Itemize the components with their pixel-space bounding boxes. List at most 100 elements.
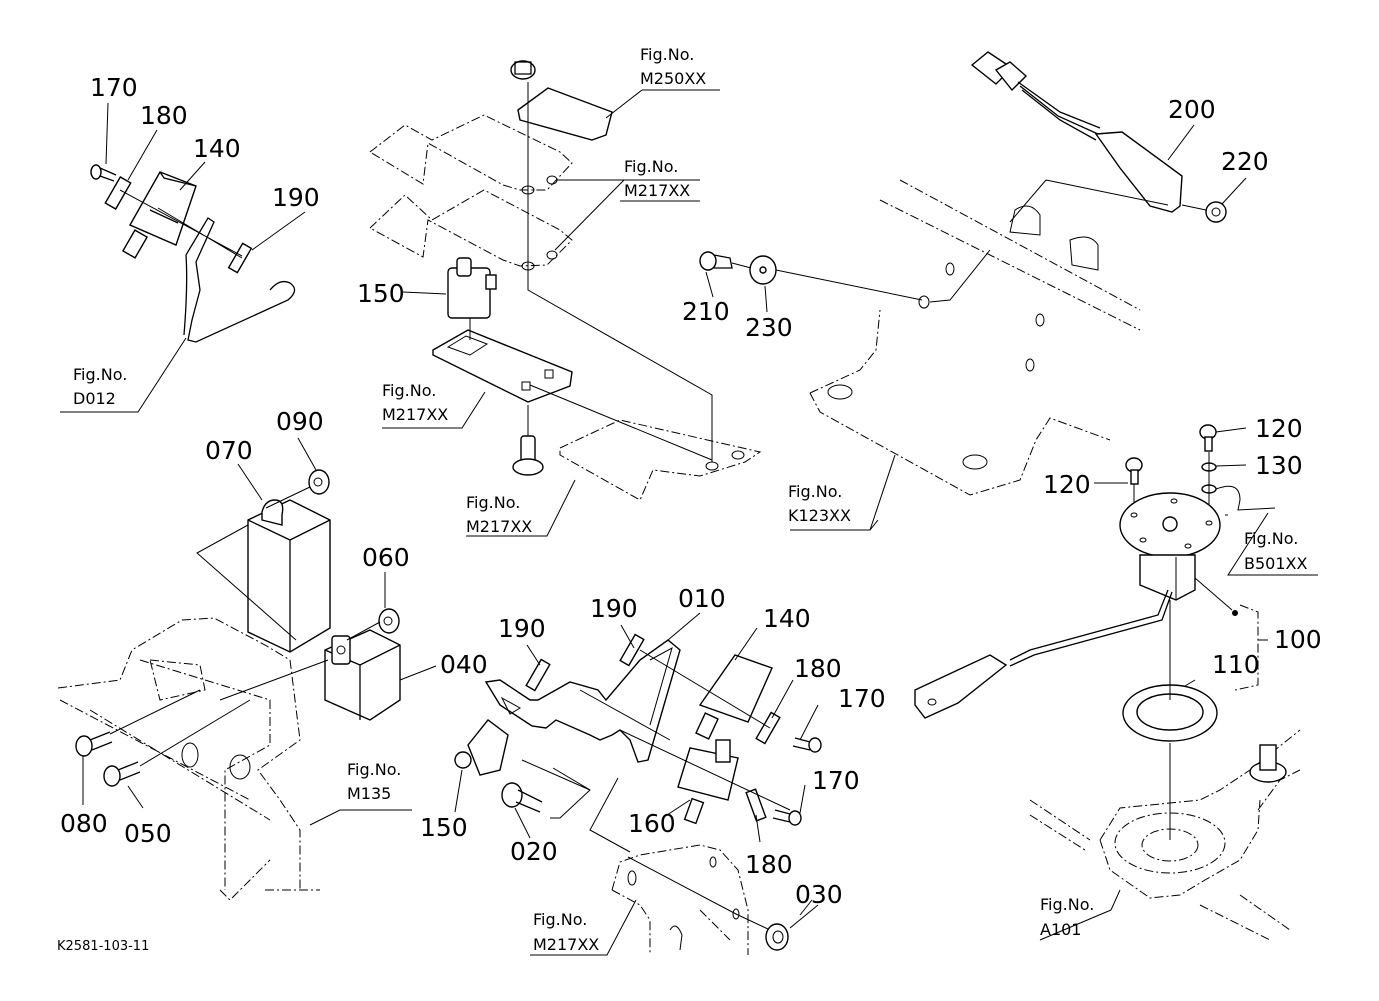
nut-icon <box>510 60 536 80</box>
fig-label-prefix: Fig.No. <box>73 365 127 384</box>
washer-230-icon <box>749 255 777 285</box>
fig-label-prefix: Fig.No. <box>624 157 678 176</box>
screw-170-icon <box>772 809 802 826</box>
callout-160: 160 <box>628 809 676 838</box>
callout-140: 140 <box>763 604 811 633</box>
plate-190-icon <box>525 658 551 692</box>
bolt-120-icon <box>1125 457 1143 485</box>
sender-assembly-right: 120 120 130 100 110 Fig.No. B501XX Fig.N… <box>914 414 1322 941</box>
switch-140-icon <box>121 171 197 259</box>
callout-100: 100 <box>1274 625 1322 654</box>
callout-110: 110 <box>1212 650 1260 679</box>
plate-180-icon <box>745 788 767 822</box>
plate-180-icon <box>104 176 132 210</box>
switch-140-icon <box>695 654 773 740</box>
switch-assembly-top-left: 170 180 140 190 Fig.No. D012 <box>60 73 320 413</box>
bracket-m217-icon <box>611 844 749 955</box>
drain-plug-icon <box>1249 744 1287 783</box>
fig-ref-d012: D012 <box>73 389 116 408</box>
fig-ref-m250: M250XX <box>640 69 706 88</box>
sender-body-icon <box>1139 554 1196 601</box>
callout-190: 190 <box>590 594 638 623</box>
relay-assembly-left: 070 090 060 040 080 050 Fig.No. M135 K25… <box>57 407 488 954</box>
connector-icon <box>970 51 1028 92</box>
bolt-080-icon <box>75 731 113 757</box>
callout-170: 170 <box>838 684 886 713</box>
switch-160-icon <box>677 739 739 825</box>
bracket-m250-icon <box>517 87 613 141</box>
callout-120: 120 <box>1043 470 1091 499</box>
relay-070-icon <box>247 499 331 653</box>
bolt-210-icon <box>699 251 733 271</box>
fig-label-prefix: Fig.No. <box>382 381 436 400</box>
bolt-icon <box>512 435 544 476</box>
bolt-050-icon <box>103 761 141 787</box>
bracket-010-icon <box>484 639 681 763</box>
fig-label-prefix: Fig.No. <box>788 482 842 501</box>
callout-040: 040 <box>440 650 488 679</box>
fig-ref-k123: K123XX <box>788 506 851 525</box>
plate-190-icon <box>227 242 253 274</box>
nut-220-icon <box>1205 201 1227 223</box>
fig-ref-a101: A101 <box>1040 920 1081 939</box>
fig-ref-m217: M217XX <box>382 405 448 424</box>
drawing-code: K2581-103-11 <box>57 939 149 954</box>
callout-210: 210 <box>682 297 730 326</box>
callout-150: 150 <box>357 279 405 308</box>
callout-230: 230 <box>745 313 793 342</box>
callout-180: 180 <box>794 654 842 683</box>
callout-120: 120 <box>1255 414 1303 443</box>
callout-220: 220 <box>1221 147 1269 176</box>
callout-200: 200 <box>1168 95 1216 124</box>
switch-bracket-assembly-center: 190 190 010 140 180 170 170 160 180 150 … <box>420 584 886 916</box>
switch-assembly-top-center: 150 Fig.No. M250XX Fig.No. M217XX Fig.No… <box>357 45 762 537</box>
callout-170: 170 <box>90 73 138 102</box>
gasket-110-icon <box>1122 684 1218 742</box>
callout-060: 060 <box>362 543 410 572</box>
fig-ref-b501: B501XX <box>1244 554 1307 573</box>
unit-assembly-top-right: 200 220 210 230 Fig.No. K123XX <box>682 51 1269 531</box>
callout-150: 150 <box>420 813 468 842</box>
screw-170-icon <box>792 737 822 753</box>
bracket-assembly-bottom: 030 Fig.No. M217XX <box>530 844 843 956</box>
callout-170: 170 <box>812 766 860 795</box>
fig-label-prefix: Fig.No. <box>533 910 587 929</box>
switch-150-icon <box>447 257 497 319</box>
callout-010: 010 <box>678 584 726 613</box>
unit-200-icon <box>1094 131 1183 213</box>
bracket-d012-icon <box>183 217 296 343</box>
fig-ref-m217: M217XX <box>533 935 599 954</box>
callout-070: 070 <box>205 436 253 465</box>
screw-020-icon <box>501 782 543 813</box>
fig-ref-m135: M135 <box>347 784 391 803</box>
callout-190: 190 <box>272 183 320 212</box>
callout-190: 190 <box>498 614 546 643</box>
callout-180: 180 <box>140 101 188 130</box>
callout-080: 080 <box>60 809 108 838</box>
plate-m217-icon <box>432 329 573 403</box>
fig-label-prefix: Fig.No. <box>1244 529 1298 548</box>
callout-090: 090 <box>276 407 324 436</box>
bolt-120-icon <box>1199 424 1217 452</box>
switch-150-icon <box>454 719 509 776</box>
nut-030-icon <box>765 923 789 951</box>
callout-130: 130 <box>1255 451 1303 480</box>
relay-040-icon <box>324 629 401 721</box>
float-icon <box>914 654 1008 719</box>
callout-030: 030 <box>795 880 843 909</box>
fig-ref-m217: M217XX <box>466 517 532 536</box>
callout-180: 180 <box>745 850 793 879</box>
callout-020: 020 <box>510 837 558 866</box>
fig-ref-m217: M217XX <box>624 181 690 200</box>
grommet-060-icon <box>378 608 400 634</box>
plate-180-icon <box>755 711 781 745</box>
fig-label-prefix: Fig.No. <box>1040 895 1094 914</box>
fig-label-prefix: Fig.No. <box>466 493 520 512</box>
callout-050: 050 <box>124 819 172 848</box>
grommet-090-icon <box>308 469 330 495</box>
screw-170-icon <box>90 164 117 182</box>
fig-label-prefix: Fig.No. <box>347 760 401 779</box>
plate-190-icon <box>619 633 645 667</box>
fig-label-prefix: Fig.No. <box>640 45 694 64</box>
